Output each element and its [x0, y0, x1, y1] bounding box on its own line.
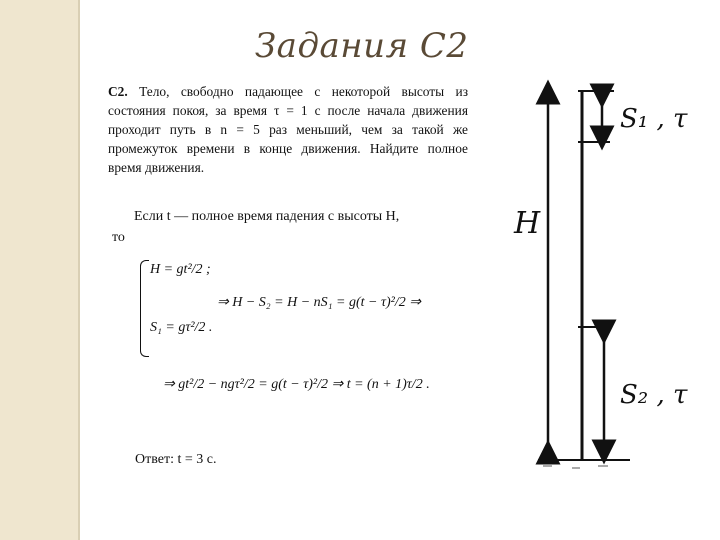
- solution-intro-to: то: [112, 230, 125, 245]
- slide-title: Задания С2: [255, 26, 469, 66]
- solution-intro: Если t — полное время падения с высоты H…: [134, 209, 400, 224]
- problem-text: Тело, свободно падающее с некоторой высо…: [108, 84, 468, 175]
- equation-derivation: ⇒ H − S₂ = H − nS₁ = g(t − τ)²/2 ⇒: [217, 295, 421, 310]
- equation-result: ⇒ gt²/2 − ngτ²/2 = g(t − τ)²/2 ⇒ t = (n …: [163, 377, 430, 392]
- problem-statement: С2. Тело, свободно падающее с некоторой …: [108, 82, 468, 177]
- problem-label: С2.: [108, 84, 128, 99]
- system-brace: [140, 260, 149, 357]
- label-s1: S₁ , τ: [620, 104, 688, 134]
- decorative-left-strip: [0, 0, 80, 540]
- equation-s1: S₁ = gτ²/2 .: [150, 320, 213, 335]
- label-s2: S₂ , τ: [620, 380, 688, 410]
- answer: Ответ: t = 3 с.: [135, 452, 217, 467]
- label-h: H: [514, 206, 541, 241]
- equation-h: H = gt²/2 ;: [150, 262, 211, 277]
